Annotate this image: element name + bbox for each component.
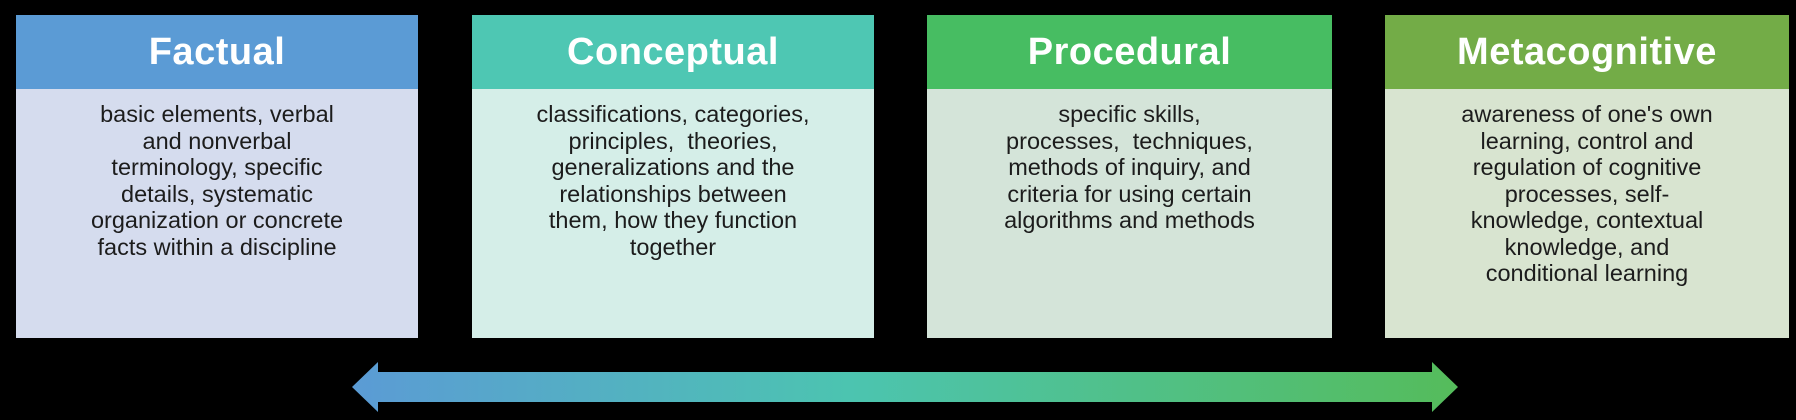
double-arrow-shape <box>352 362 1458 412</box>
card-conceptual: Conceptual classifications, categories, … <box>472 15 874 338</box>
gradient-double-arrow <box>352 362 1458 412</box>
card-procedural-title: Procedural <box>1027 30 1232 73</box>
card-factual-header: Factual <box>16 15 418 89</box>
card-conceptual-body: classifications, categories, principles,… <box>472 89 874 338</box>
card-conceptual-description: classifications, categories, principles,… <box>536 101 810 260</box>
card-metacognitive-header: Metacognitive <box>1385 15 1789 89</box>
card-procedural-body: specific skills, processes, techniques, … <box>927 89 1332 338</box>
card-procedural-description: specific skills, processes, techniques, … <box>1004 101 1255 233</box>
card-metacognitive-body: awareness of one's own learning, control… <box>1385 89 1789 338</box>
card-conceptual-header: Conceptual <box>472 15 874 89</box>
card-procedural: Procedural specific skills, processes, t… <box>927 15 1332 338</box>
card-metacognitive-description: awareness of one's own learning, control… <box>1461 101 1713 286</box>
card-factual-description: basic elements, verbal and nonverbal ter… <box>90 101 344 260</box>
card-factual-title: Factual <box>148 30 286 73</box>
card-conceptual-title: Conceptual <box>567 30 779 73</box>
card-procedural-header: Procedural <box>927 15 1332 89</box>
card-metacognitive-title: Metacognitive <box>1457 30 1717 73</box>
card-metacognitive: Metacognitive awareness of one's own lea… <box>1385 15 1789 338</box>
card-factual: Factual basic elements, verbal and nonve… <box>16 15 418 338</box>
card-factual-body: basic elements, verbal and nonverbal ter… <box>16 89 418 338</box>
